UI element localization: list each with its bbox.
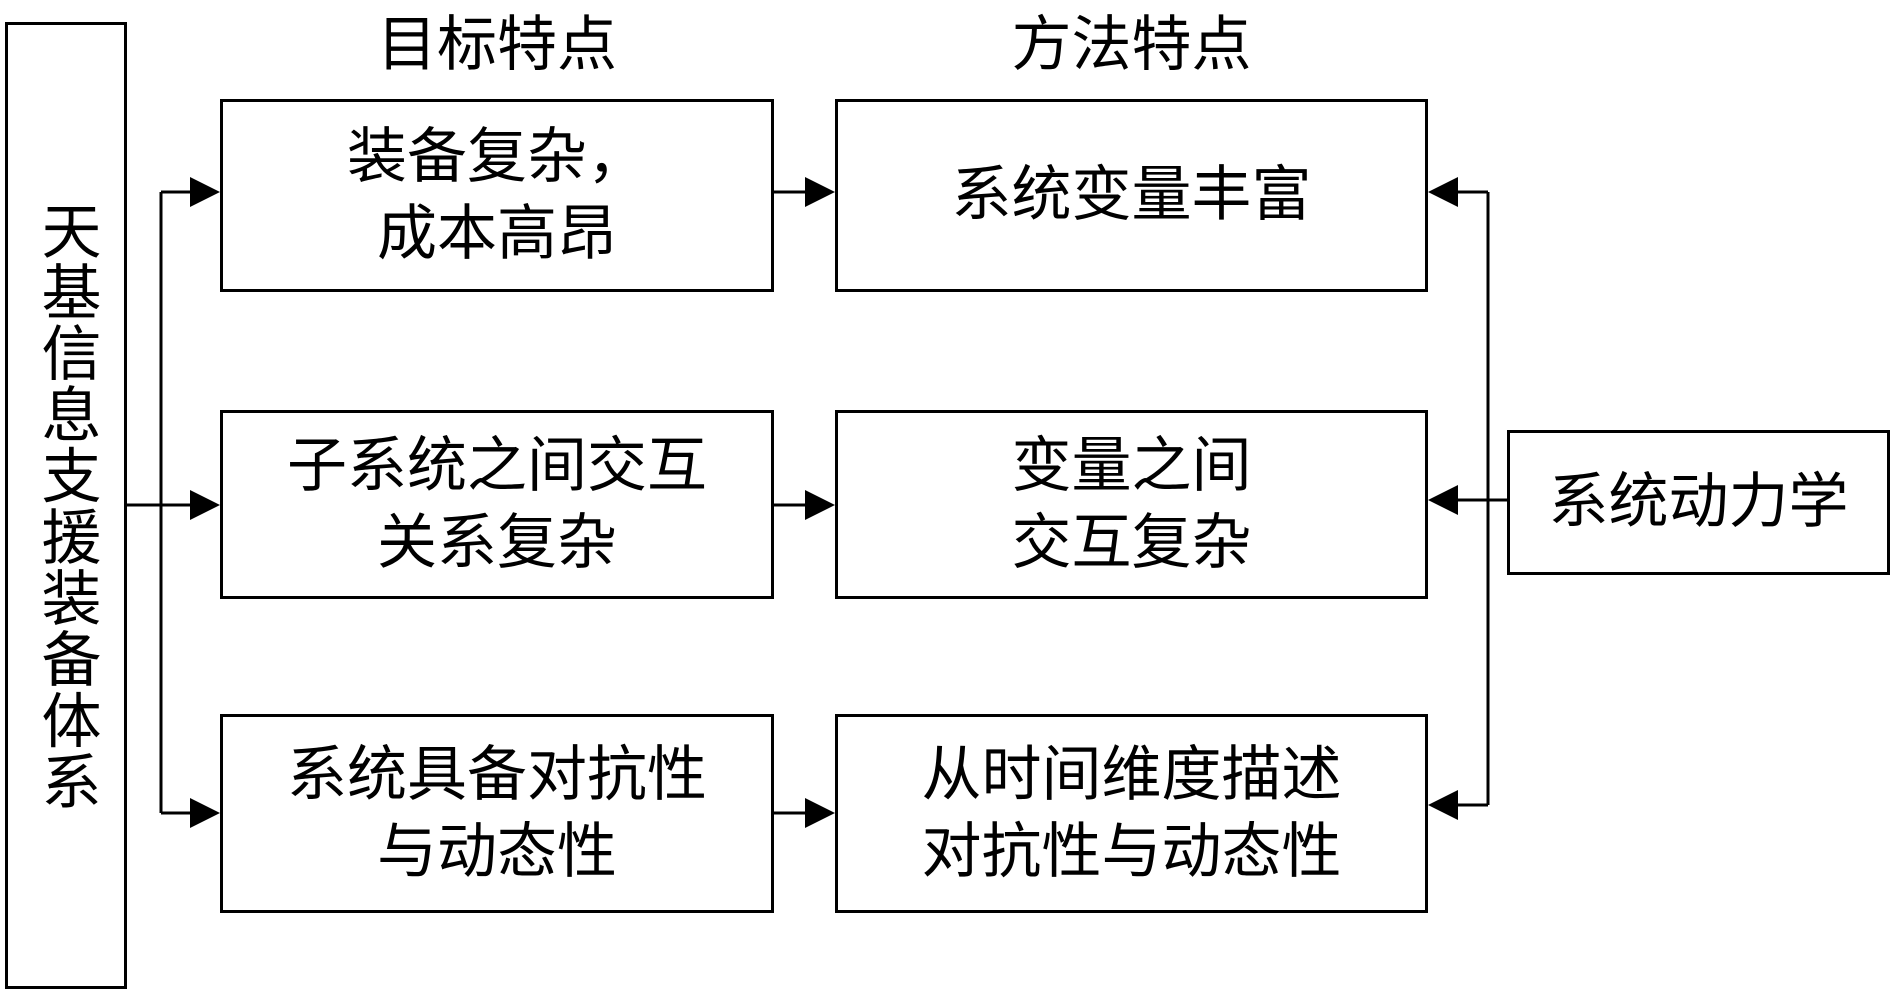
goal-box-1: 装备复杂， 成本高昂 <box>220 99 774 292</box>
right-branch-3-arrow <box>1428 790 1458 820</box>
goal-header: 目标特点 <box>377 10 617 80</box>
goal-method-arrow-2 <box>805 490 835 520</box>
right-branch-2-arrow <box>1428 485 1458 515</box>
equipment-system-label: 天基信息支援装备体系 <box>31 199 101 812</box>
left-branch-1-arrow <box>190 177 220 207</box>
left-branch-2-arrow <box>190 490 220 520</box>
right-branch-1-arrow <box>1428 177 1458 207</box>
method-box-1: 系统变量丰富 <box>835 99 1428 292</box>
goal-method-arrow-1 <box>805 177 835 207</box>
left-branch-3-arrow <box>190 798 220 828</box>
goal-box-2: 子系统之间交互 关系复杂 <box>220 410 774 599</box>
goal-method-arrow-3 <box>805 798 835 828</box>
method-header: 方法特点 <box>1011 10 1252 80</box>
method-box-2: 变量之间 交互复杂 <box>835 410 1428 599</box>
system-dynamics-box: 系统动力学 <box>1507 430 1890 575</box>
method-box-3: 从时间维度描述 对抗性与动态性 <box>835 714 1428 913</box>
equipment-system-box: 天基信息支援装备体系 <box>5 22 127 989</box>
goal-box-3: 系统具备对抗性 与动态性 <box>220 714 774 913</box>
